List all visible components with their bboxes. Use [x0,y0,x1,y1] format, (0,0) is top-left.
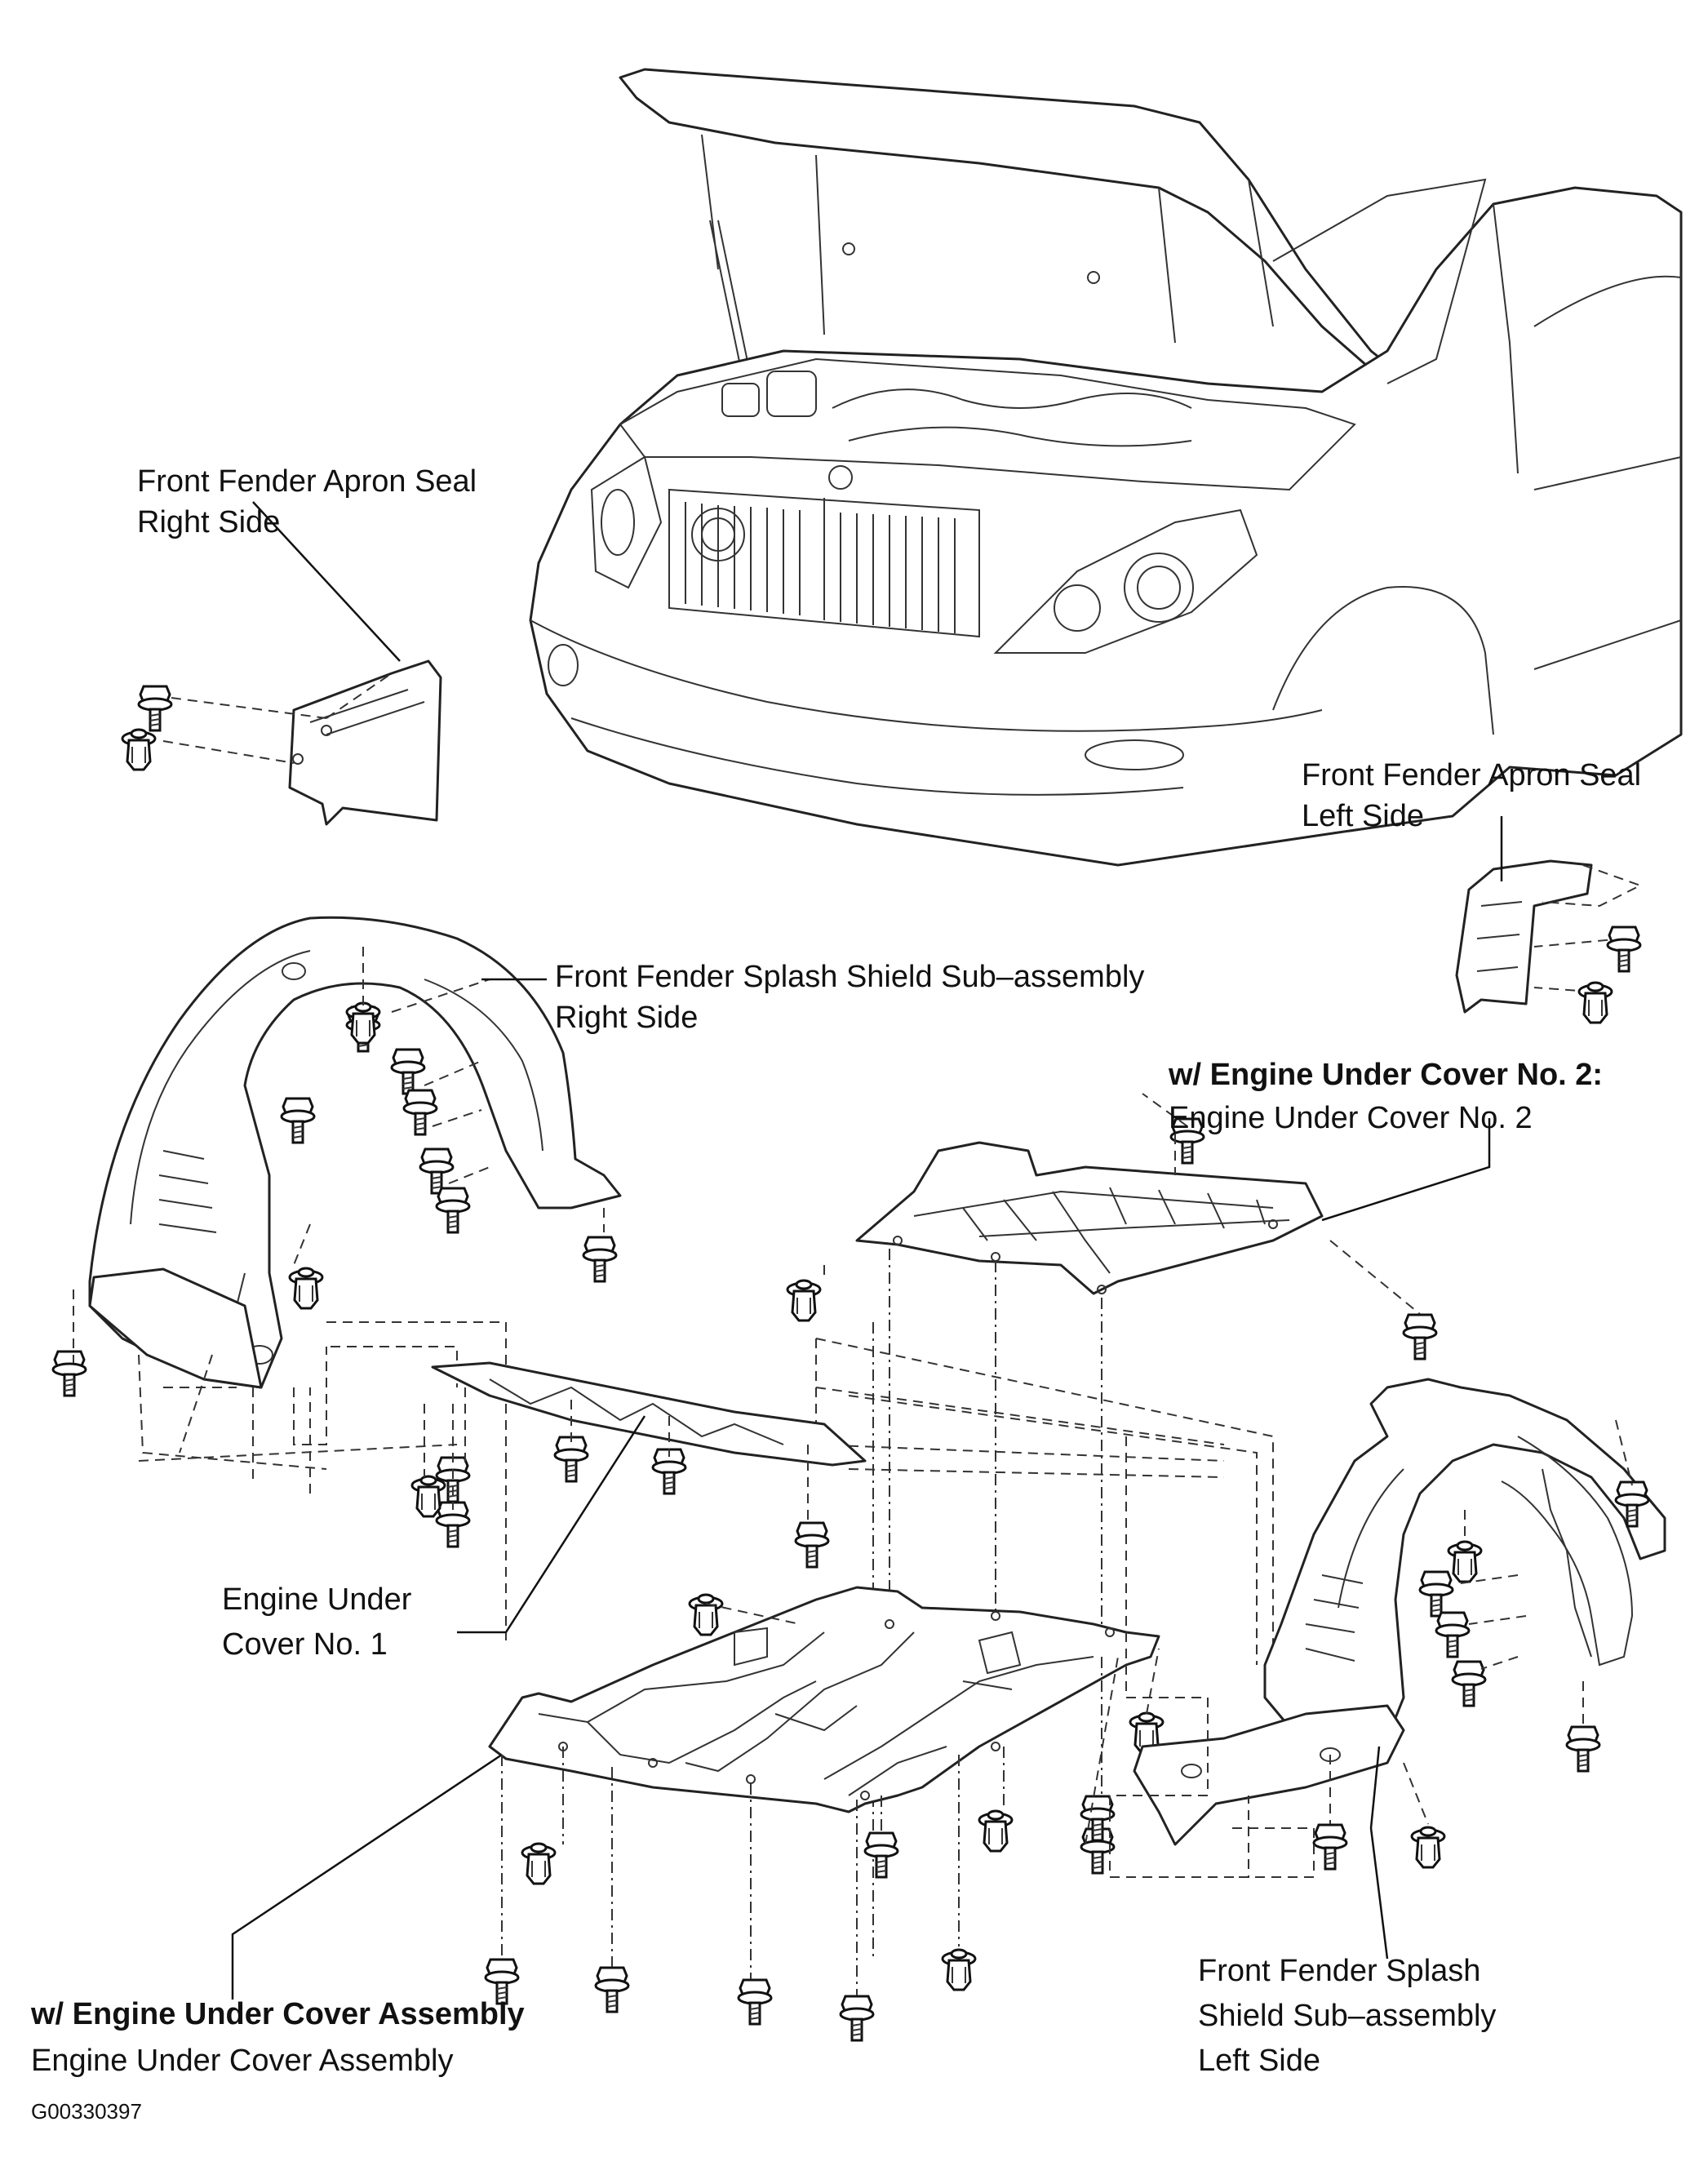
label-under-cover-assy-name: Engine Under Cover Assembly [31,2044,454,2078]
label-under-cover-no2-name: Engine Under Cover No. 2 [1169,1101,1533,1135]
leader-under-cover-assembly [231,1753,503,2000]
label-under-cover-no1-line2: Cover No. 1 [222,1627,388,1662]
leader-apron-seal-right [252,501,401,662]
leader-splash-shield-left [1369,1746,1389,1960]
vehicle-front-body [529,68,1683,867]
label-splash-shield-right-line1: Front Fender Splash Shield Sub–assembly [555,960,1145,994]
label-apron-seal-right-line1: Front Fender Apron Seal [137,464,477,499]
engine-under-cover-assembly [488,1586,1160,1813]
label-splash-shield-right-line2: Right Side [555,1001,699,1035]
label-apron-seal-right-line2: Right Side [137,505,281,539]
label-splash-shield-left-line2: Shield Sub–assembly [1198,1999,1497,2033]
engine-under-cover-no1 [410,1361,867,1569]
front-fender-splash-shield-left [1080,1378,1666,1878]
leader-under-cover-no1 [457,1415,646,1634]
label-under-cover-no1-line1: Engine Under [222,1582,412,1617]
label-under-cover-no2-heading: w/ Engine Under Cover No. 2: [1169,1058,1604,1092]
assembly-fasteners [484,1593,1165,2042]
label-splash-shield-left-line1: Front Fender Splash [1198,1954,1481,1988]
label-apron-seal-left-line2: Left Side [1302,799,1424,833]
label-splash-shield-left-line3: Left Side [1198,2044,1320,2078]
label-under-cover-assy-heading: w/ Engine Under Cover Assembly [31,1997,525,2031]
engine-under-cover-no2 [786,1093,1438,1360]
leader-under-cover-no2 [1321,1118,1491,1222]
diagram-id: G00330397 [31,2099,142,2124]
front-fender-apron-seal-left [1455,859,1643,1024]
label-apron-seal-left-line1: Front Fender Apron Seal [1302,758,1642,792]
front-fender-apron-seal-right [121,659,442,826]
front-fender-splash-shield-right [51,916,622,1397]
